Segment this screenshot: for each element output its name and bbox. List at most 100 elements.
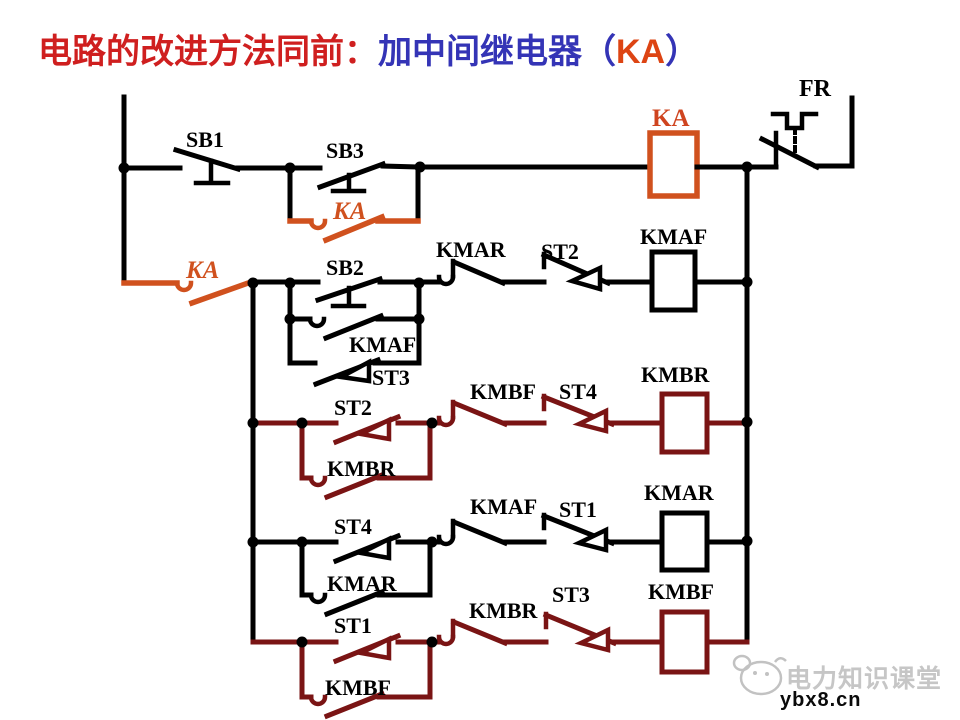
title-red-part: 电路的改进方法同前：: [38, 33, 378, 71]
contact-blade: [323, 588, 386, 618]
st4-seal-label: ST4: [334, 514, 372, 539]
speed-relay-triangle: [572, 526, 609, 553]
kmar-coil-label: KMAR: [644, 480, 715, 505]
speed-relay-triangle: [574, 626, 611, 653]
kmar-no-contact-parallel: [299, 539, 433, 618]
rung-kmaf: [121, 249, 750, 388]
contact-hook: [436, 634, 456, 647]
kmbf-coil: [659, 609, 710, 675]
ka-coil-label: KA: [652, 105, 690, 132]
st4-speed-label: ST4: [559, 379, 597, 404]
title-blue-part: 加中间继电器（: [378, 33, 616, 71]
kmaf-no-contact-parallel: [287, 312, 422, 342]
ka-contact-top-label: KA: [332, 198, 366, 225]
contact-hook: [308, 694, 328, 707]
rung-ka: [121, 111, 855, 244]
kmbf-no-contact-parallel: [299, 639, 433, 720]
st1-seal-label: ST1: [334, 613, 372, 638]
pushbutton-actuator: [330, 285, 367, 309]
wire: [376, 539, 433, 598]
ka-no-contact-left: [121, 278, 255, 307]
kmaf-nc-label: KMAF: [470, 494, 537, 519]
kmbr-parallel-label: KMBR: [327, 456, 397, 481]
contact-hook: [308, 218, 328, 231]
contact-blade: [322, 312, 385, 342]
kmar-nc-contact: [436, 258, 507, 287]
contact-hook: [308, 592, 328, 605]
watermark-brand-text: 电力知识课堂: [786, 664, 942, 693]
st3-speed-label: ST3: [552, 582, 590, 607]
contact-blade: [316, 160, 387, 191]
kmar-nc-label: KMAR: [436, 237, 507, 262]
kmaf-parallel-label: KMAF: [349, 332, 416, 357]
kmbf-nc-contact: [436, 399, 509, 428]
st3-speed-contact: [542, 611, 618, 653]
ka-coil: [647, 130, 700, 199]
rung-kmbf: [250, 609, 750, 720]
rung-kmar: [250, 510, 750, 618]
kmbf-nc-label: KMBF: [470, 379, 536, 404]
contact-hook: [308, 475, 328, 488]
wire: [299, 539, 314, 598]
ka-no-contact-parallel: [287, 164, 421, 244]
contact-blade: [172, 146, 242, 173]
speed-relay-triangle: [353, 535, 392, 561]
sb1-label: SB1: [186, 127, 224, 152]
speed-relay-triangle: [572, 407, 609, 434]
speed-relay-triangle: [333, 358, 372, 384]
kmar-coil: [659, 510, 710, 573]
contact-blade: [450, 258, 507, 287]
speed-relay-triangle: [353, 635, 392, 661]
st1-no-contact: [332, 632, 402, 665]
st2-speed-label: ST2: [541, 239, 579, 264]
wire: [376, 639, 433, 700]
contact-hook: [174, 280, 194, 293]
title-ka-part: KA: [616, 33, 666, 71]
kmaf-coil: [649, 249, 698, 313]
st4-speed-contact: [540, 393, 616, 434]
contact-blade: [323, 471, 386, 501]
contact-hook: [307, 316, 327, 329]
speed-relay-triangle: [565, 264, 603, 292]
st3-speed-contact-parallel: [287, 356, 422, 388]
kmbf-parallel-label: KMBF: [325, 675, 391, 700]
wire: [380, 163, 423, 170]
title-close-paren: ）: [665, 33, 700, 71]
thermal-element: [770, 111, 819, 131]
component-labels: FR SB1 SB3 KA KA KA SB2 KMAF ST3 KMAR ST…: [185, 76, 832, 700]
branch-verticals: [287, 164, 421, 224]
speed-relay-triangle: [353, 416, 392, 442]
sb1-nc-pushbutton: [172, 146, 242, 186]
contact-blade: [322, 213, 386, 244]
rung-kmbr: [250, 391, 750, 501]
page-title: 电路的改进方法同前：加中间继电器（KA）: [38, 24, 699, 73]
st1-speed-contact: [540, 512, 616, 553]
fr-label: FR: [799, 76, 832, 102]
wire: [299, 420, 314, 481]
st2-no-contact: [332, 413, 402, 446]
contact-hook: [436, 274, 456, 287]
ka-contact-left-label: KA: [185, 257, 219, 284]
kmbr-nc-label: KMBR: [469, 598, 539, 623]
contact-blade: [450, 518, 509, 547]
kmbr-nc-contact: [436, 618, 509, 647]
contact-blade: [450, 399, 509, 428]
contact-blade: [758, 135, 821, 171]
kmar-parallel-label: KMAR: [327, 571, 398, 596]
kmaf-nc-contact: [436, 518, 509, 547]
kmbr-no-contact-parallel: [299, 420, 433, 501]
st4-no-contact: [332, 532, 402, 565]
contact-blade: [188, 278, 255, 307]
contact-blade: [450, 618, 509, 647]
pushbutton-actuator: [193, 158, 231, 186]
kmaf-coil-label: KMAF: [640, 224, 707, 249]
junction-dots: [118, 161, 753, 648]
st1-speed-label: ST1: [559, 497, 597, 522]
kmbf-coil-label: KMBF: [648, 579, 714, 604]
sb2-label: SB2: [326, 255, 364, 280]
kmbr-coil: [659, 391, 710, 455]
contact-blade: [323, 690, 386, 720]
sb3-no-pushbutton: [287, 160, 423, 194]
